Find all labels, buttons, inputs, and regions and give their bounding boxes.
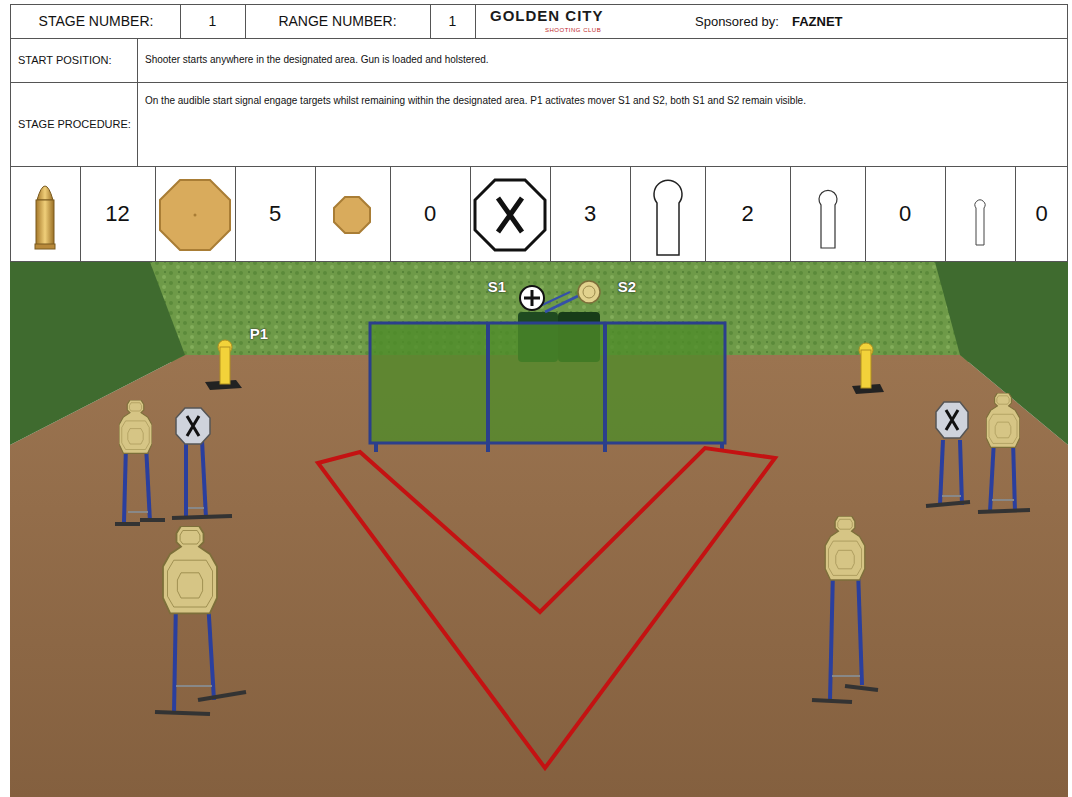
stage-number: 1 [209, 13, 217, 29]
popper-label-cell: P1 [242, 323, 276, 343]
row-text: On the audible start signal engage targe… [145, 92, 806, 109]
table-header-cell-cell: RANGE NUMBER: [245, 4, 430, 38]
target-count: 0 [424, 201, 436, 227]
mover-label-cell: S2 [611, 276, 643, 296]
mover-label: S2 [618, 278, 636, 295]
table-header-cell-cell: STAGE NUMBER: [12, 4, 180, 38]
range-number: 1 [449, 13, 457, 29]
club-subtitle: SHOOTING CLUB [545, 27, 601, 33]
sponsor-name-cell: FAZNET [792, 4, 912, 38]
row-heading: STAGE PROCEDURE: [18, 117, 131, 132]
stage-scene [10, 262, 1068, 797]
target-count-cell: 2 [705, 166, 790, 262]
target-count-cell: 0 [1015, 166, 1068, 262]
sponsor-label-cell: Sponsored by: [695, 4, 792, 38]
target-icons [35, 180, 985, 255]
target-count: 0 [1035, 201, 1047, 227]
row-heading: START POSITION: [18, 53, 112, 68]
table-header-cell: RANGE NUMBER: [278, 13, 396, 29]
row-text-cell: On the audible start signal engage targe… [137, 82, 1068, 166]
table-grid [10, 4, 1068, 262]
club-logo-cell: GOLDEN CITY [490, 5, 685, 25]
table-header-cell: STAGE NUMBER: [39, 13, 154, 29]
round-count-cell: 12 [80, 166, 155, 262]
range-number-cell: 1 [430, 4, 475, 38]
row-heading-cell: STAGE PROCEDURE: [12, 82, 137, 166]
round-count: 12 [105, 201, 129, 227]
target-count: 3 [584, 201, 596, 227]
club-logo: GOLDEN CITY [490, 7, 604, 24]
row-text: Shooter starts anywhere in the designate… [145, 52, 489, 68]
stage-number-cell: 1 [180, 4, 245, 38]
target-count: 5 [269, 201, 281, 227]
target-count-cell: 0 [865, 166, 945, 262]
target-count: 2 [741, 201, 753, 227]
sponsor-label: Sponsored by: [695, 14, 779, 29]
club-subtitle-cell: SHOOTING CLUB [545, 24, 645, 35]
mover-label-cell: S1 [482, 276, 512, 296]
mover-label: S1 [488, 278, 506, 295]
target-count-cell: 5 [235, 166, 315, 262]
row-heading-cell: START POSITION: [12, 38, 137, 82]
row-text-cell: Shooter starts anywhere in the designate… [137, 38, 1068, 82]
popper-label: P1 [250, 325, 268, 342]
target-count-cell: 3 [550, 166, 630, 262]
target-count: 0 [899, 201, 911, 227]
target-count-cell: 0 [390, 166, 470, 262]
sponsor-name: FAZNET [792, 14, 843, 29]
